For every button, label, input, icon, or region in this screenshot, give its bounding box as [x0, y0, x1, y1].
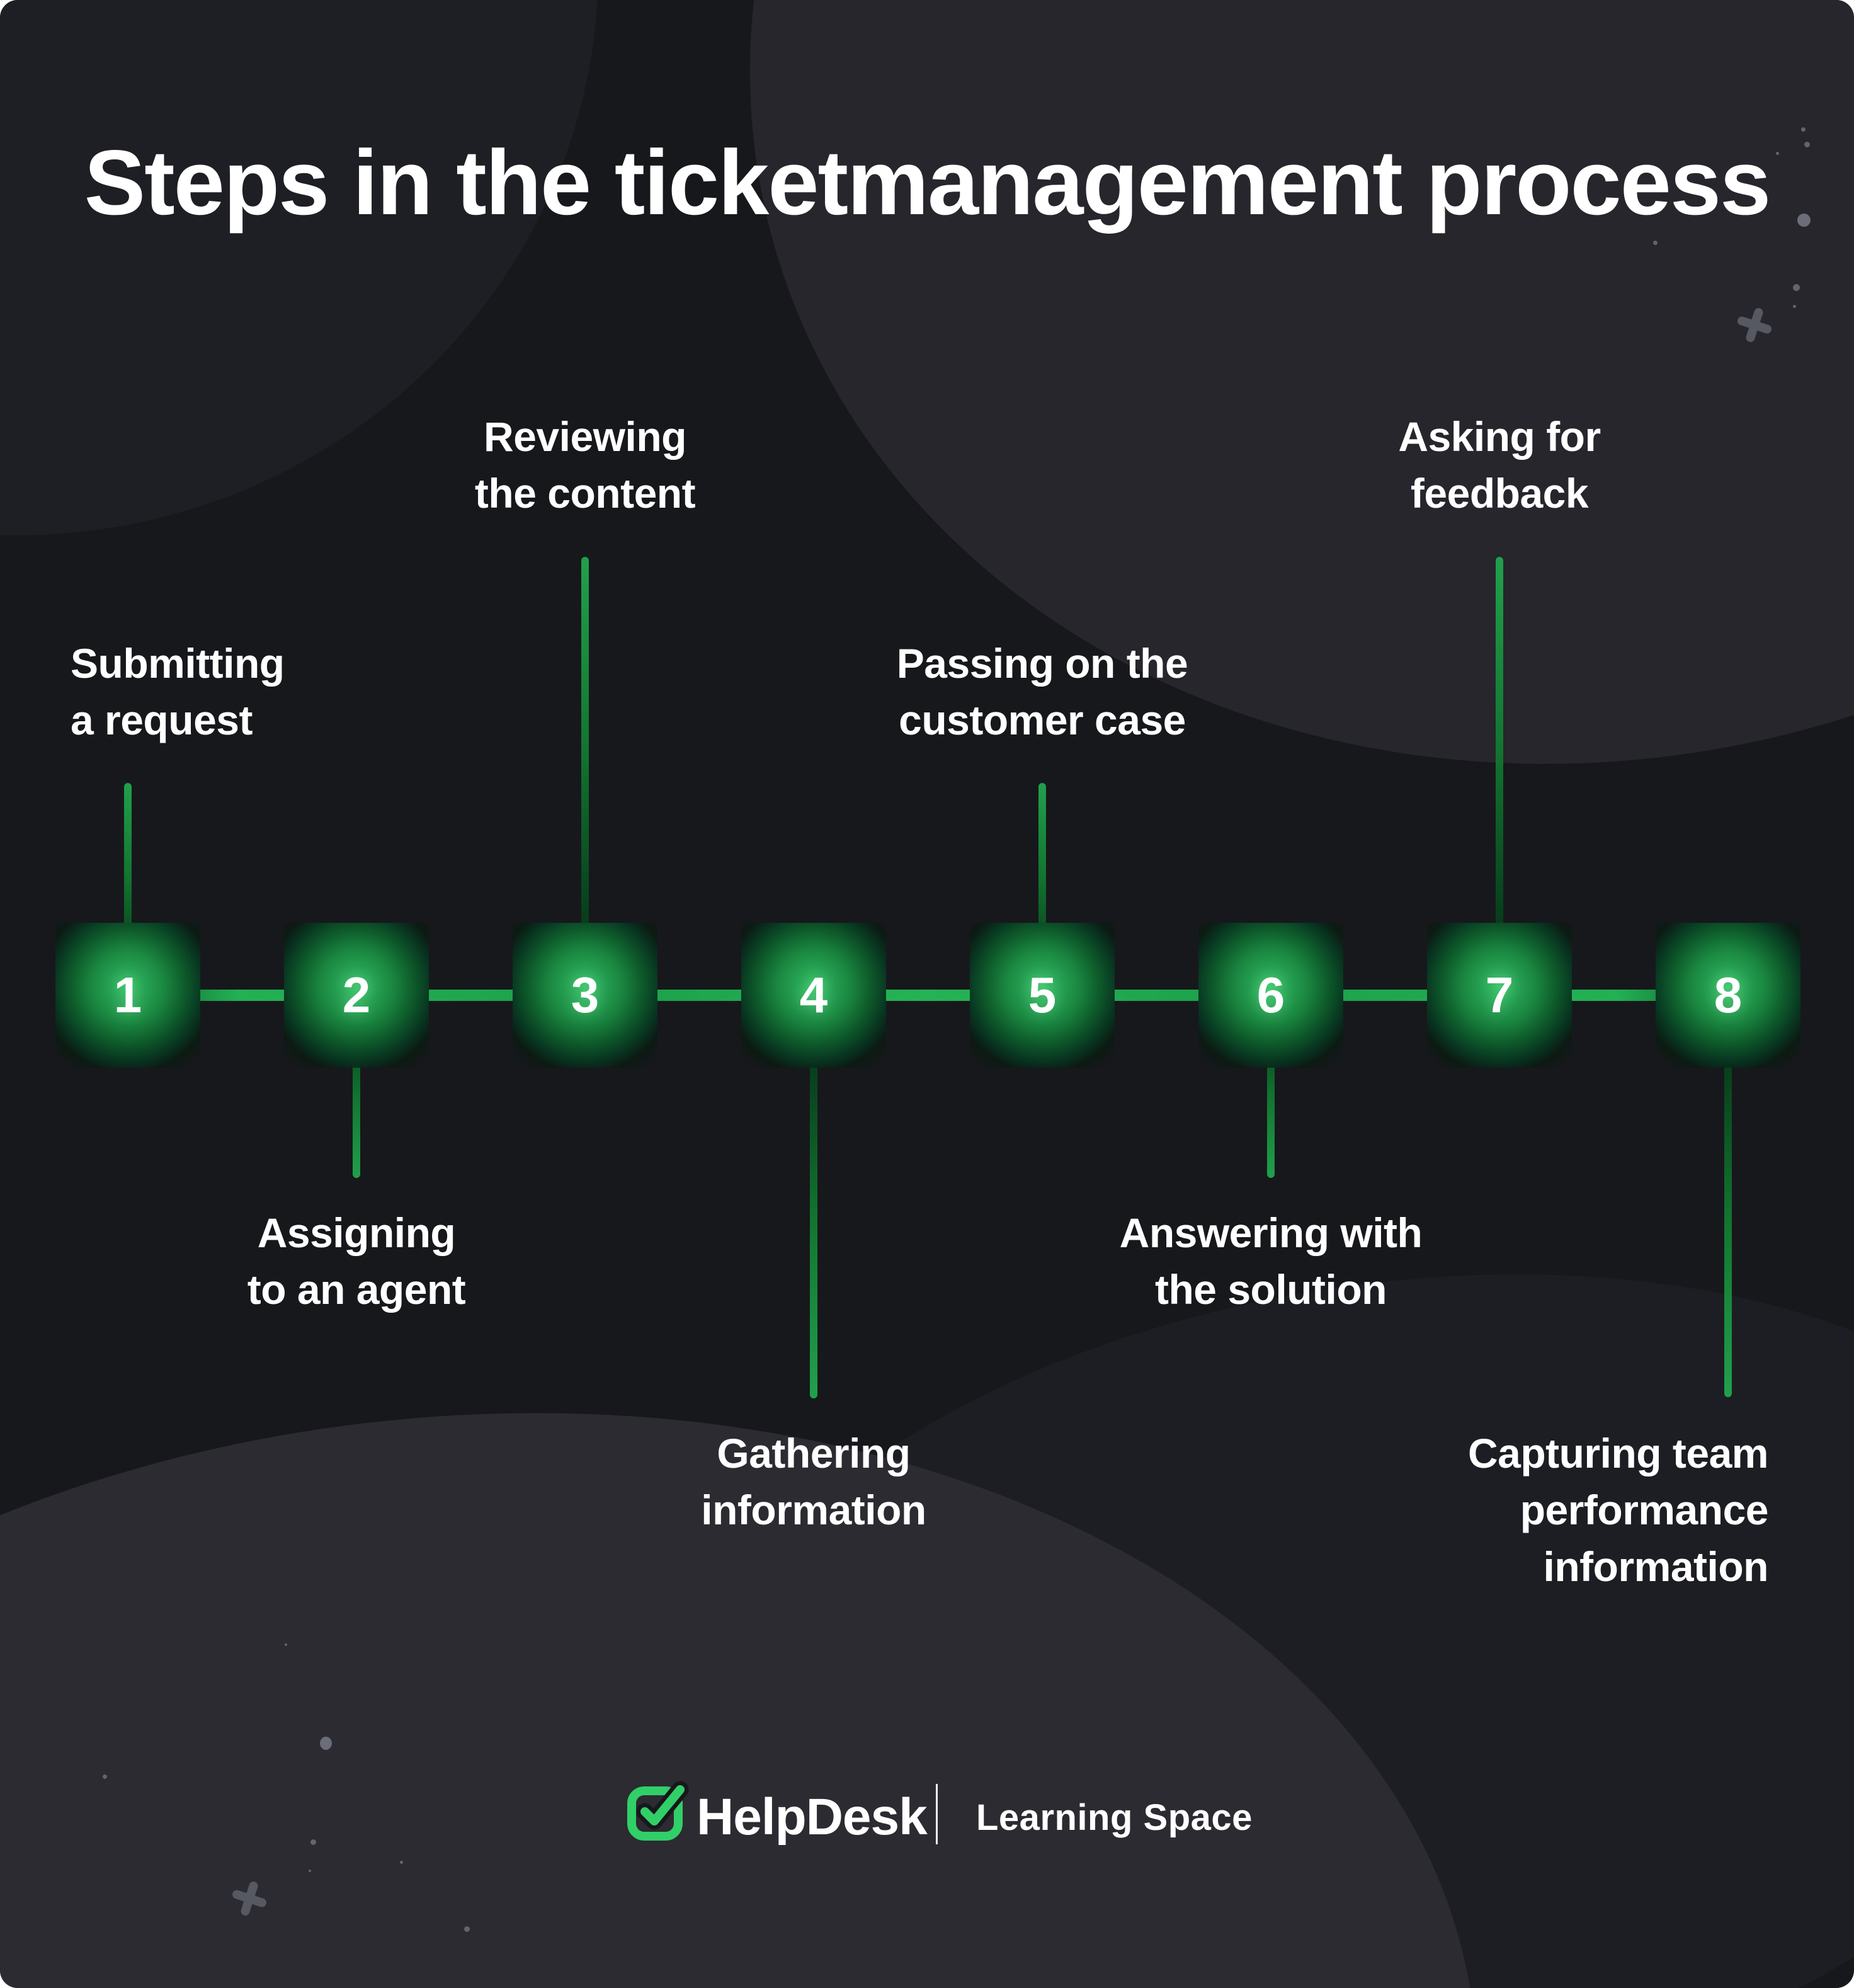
step-node-2: 2	[284, 923, 429, 1068]
star-dot	[309, 1870, 311, 1872]
star-dot	[1801, 127, 1806, 132]
step-number: 7	[1485, 967, 1514, 1023]
step-node-6: 6	[1198, 923, 1343, 1068]
step-number: 1	[113, 967, 142, 1023]
step-number: 3	[571, 967, 600, 1023]
star-dot	[1793, 284, 1800, 291]
sparkle-cross-icon	[1732, 303, 1777, 348]
star-dot	[310, 1839, 316, 1845]
star-dot	[400, 1861, 403, 1864]
star-dot	[1653, 241, 1658, 245]
star-dot	[320, 1737, 332, 1750]
footer-divider	[936, 1784, 938, 1844]
step-node-3: 3	[513, 923, 657, 1068]
background-blob	[0, 1314, 1549, 1988]
step-node-1: 1	[55, 923, 200, 1068]
star-dot	[285, 1643, 287, 1646]
step-number: 8	[1714, 967, 1743, 1023]
title-line-1: Steps in the ticket	[84, 130, 848, 234]
step-node-5: 5	[970, 923, 1115, 1068]
connector-step-7	[1496, 557, 1503, 995]
step-node-7: 7	[1427, 923, 1572, 1068]
title-line-2: management process	[847, 130, 1771, 234]
star-dot	[1797, 214, 1811, 227]
star-dot	[1804, 142, 1810, 147]
star-dot	[464, 1926, 470, 1932]
brand-name: HelpDesk	[697, 1788, 928, 1846]
connector-step-3	[581, 557, 589, 995]
step-number: 6	[1256, 967, 1285, 1023]
helpdesk-logo-icon	[627, 1781, 689, 1841]
step-number: 5	[1028, 967, 1057, 1023]
star-dot	[1776, 152, 1779, 155]
page-title: Steps in the ticketmanagement process	[0, 134, 1854, 231]
sparkle-cross-icon	[227, 1877, 272, 1921]
step-node-8: 8	[1656, 923, 1800, 1068]
step-number: 2	[342, 967, 371, 1023]
step-number: 4	[799, 967, 828, 1023]
brand-tagline: Learning Space	[976, 1797, 1253, 1838]
connector-step-4	[810, 995, 817, 1398]
star-dot	[1793, 305, 1796, 308]
step-node-4: 4	[741, 923, 886, 1068]
connector-step-8	[1724, 995, 1732, 1397]
star-dot	[103, 1774, 107, 1779]
